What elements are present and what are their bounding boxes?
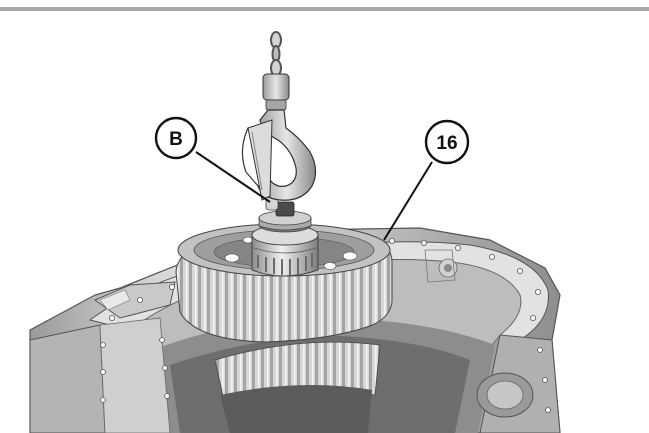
lower-gear — [214, 341, 381, 433]
callout-16-leader — [383, 161, 433, 241]
callout-16-label: 16 — [436, 133, 457, 154]
leader-lines — [195, 151, 433, 241]
chain — [270, 31, 282, 77]
hook-swivel — [262, 73, 290, 111]
callout-b: B — [154, 116, 198, 160]
crane-hook-icon — [241, 109, 317, 201]
callout-16: 16 — [424, 119, 470, 165]
callout-b-label: B — [169, 129, 183, 150]
top-divider — [0, 7, 649, 11]
flange-bolt-holes — [100, 237, 551, 413]
callout-b-leader — [195, 151, 271, 203]
bearing — [251, 210, 319, 277]
